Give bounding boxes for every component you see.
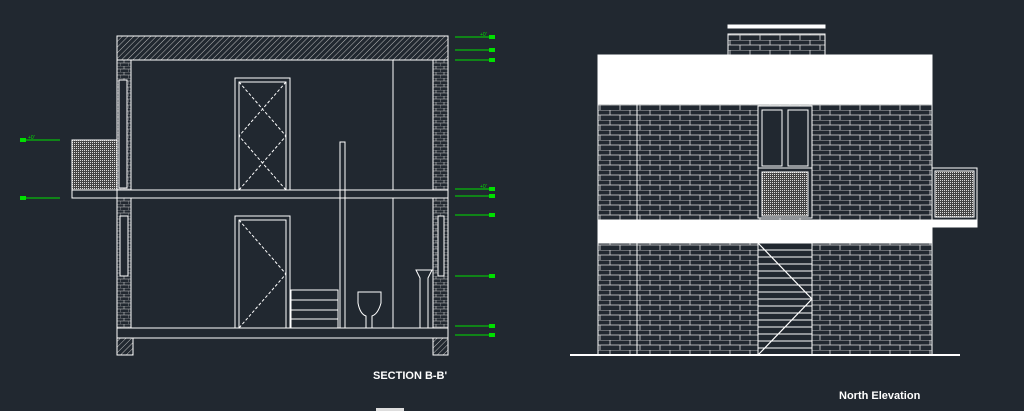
section-title: SECTION B-B' bbox=[373, 370, 448, 382]
top-band bbox=[597, 54, 933, 105]
first-floor-slab bbox=[116, 189, 449, 199]
roof-slab bbox=[116, 35, 449, 61]
elevation-title: North Elevation bbox=[839, 390, 921, 402]
stairs bbox=[290, 289, 339, 329]
toilet bbox=[357, 291, 382, 329]
balcony-rail bbox=[71, 139, 118, 191]
level-marker-labels: +0' +0' +0' bbox=[28, 32, 487, 190]
middle-band bbox=[597, 219, 933, 244]
viewport-tab bbox=[376, 408, 404, 411]
front-balcony-rail bbox=[757, 167, 813, 219]
level-markers bbox=[20, 35, 495, 337]
upper-door bbox=[234, 77, 291, 191]
level-marker-label: +0' bbox=[480, 184, 487, 190]
right-window-lower bbox=[437, 215, 445, 277]
right-footing bbox=[432, 337, 449, 356]
upper-window bbox=[757, 105, 813, 169]
balcony-slab bbox=[71, 189, 118, 199]
stair-post bbox=[339, 141, 346, 329]
stair-panel bbox=[757, 242, 813, 356]
north-elevation bbox=[570, 24, 978, 356]
parapet-box bbox=[727, 33, 826, 56]
level-marker-label: +0' bbox=[28, 135, 35, 141]
left-window-lower bbox=[119, 215, 129, 277]
section-b-b bbox=[20, 35, 495, 356]
sink bbox=[415, 269, 433, 329]
level-marker-label: +0' bbox=[480, 32, 487, 38]
lower-door bbox=[234, 215, 291, 329]
right-balcony-slab bbox=[931, 219, 978, 228]
parapet-cap bbox=[727, 24, 826, 29]
right-balcony-rail bbox=[931, 167, 978, 221]
ground-slab bbox=[116, 327, 449, 339]
right-wall-upper bbox=[432, 59, 449, 191]
left-footing bbox=[116, 337, 134, 356]
left-window-upper bbox=[118, 79, 128, 189]
